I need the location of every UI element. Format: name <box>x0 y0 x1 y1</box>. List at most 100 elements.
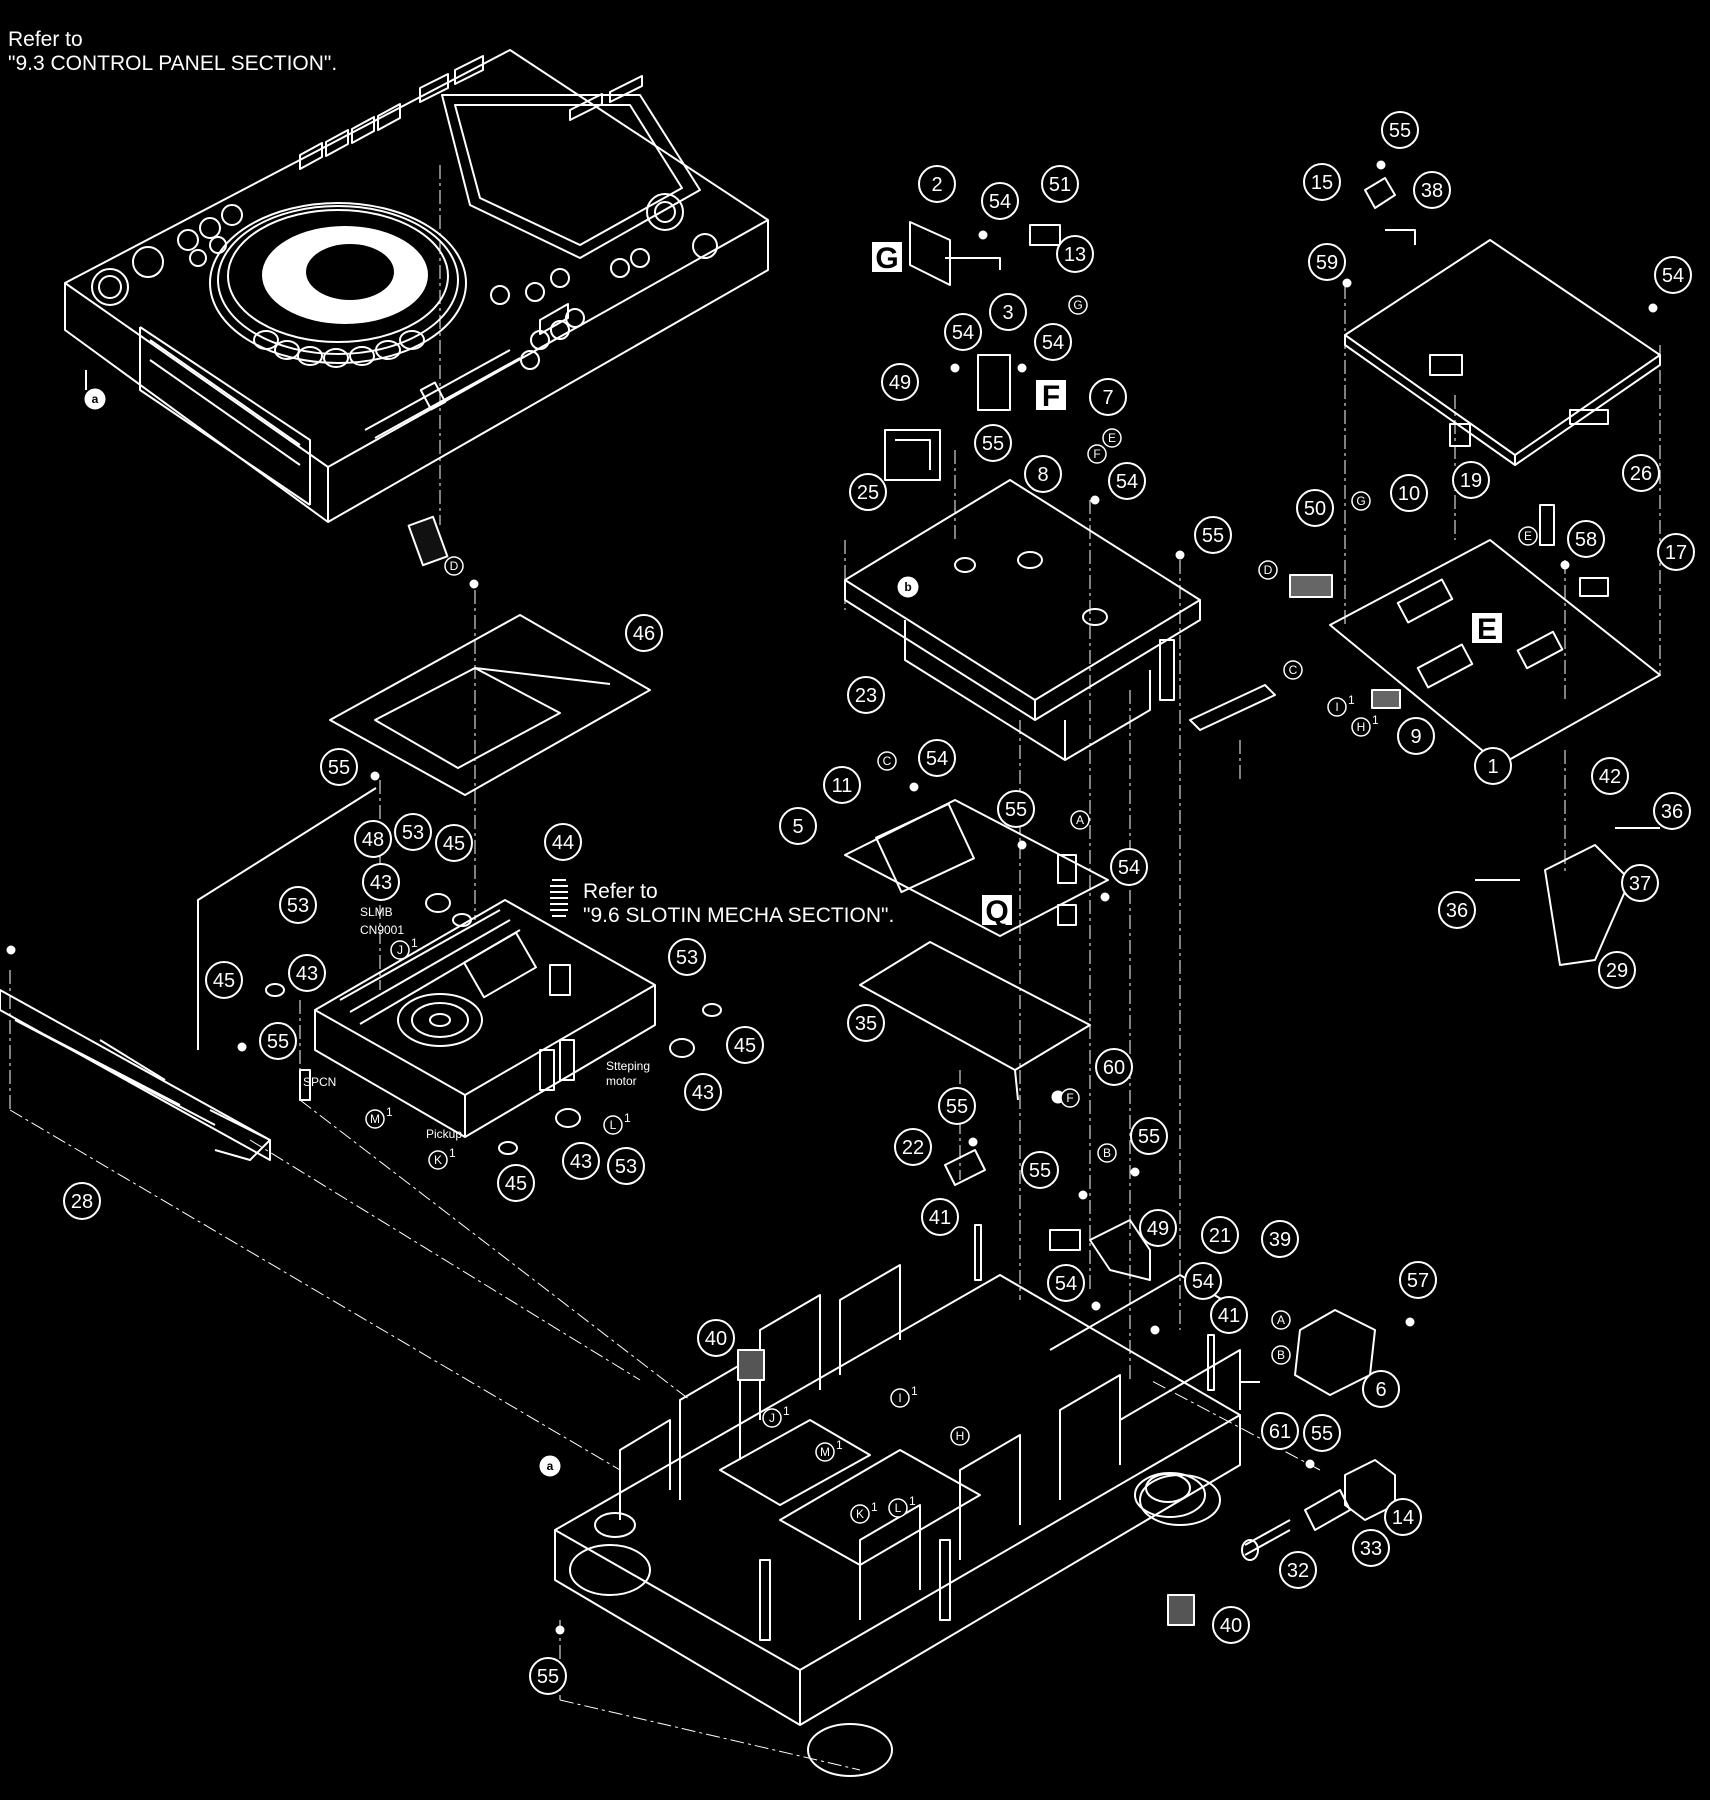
callout-8: 8 <box>1024 455 1062 493</box>
svg-text:G: G <box>875 242 898 275</box>
connector-B: B <box>1271 1345 1291 1365</box>
svg-text:42: 42 <box>1599 766 1621 788</box>
svg-text:E: E <box>1477 613 1497 646</box>
svg-text:11: 11 <box>832 775 853 797</box>
svg-text:G: G <box>1356 494 1365 508</box>
connector-D: D <box>1258 560 1278 580</box>
callout-43: 43 <box>288 954 326 992</box>
connector-B: B <box>1097 1143 1117 1163</box>
callout-55: 55 <box>1194 516 1232 554</box>
svg-text:41: 41 <box>929 1207 951 1229</box>
svg-text:B: B <box>1103 1146 1111 1160</box>
svg-text:1: 1 <box>411 936 418 950</box>
svg-text:45: 45 <box>505 1173 527 1195</box>
svg-text:55: 55 <box>1005 799 1027 821</box>
callout-42: 42 <box>1591 757 1629 795</box>
callout-15: 15 <box>1303 163 1341 201</box>
svg-text:54: 54 <box>952 322 974 344</box>
svg-text:45: 45 <box>734 1035 756 1057</box>
svg-text:B: B <box>1277 1348 1285 1362</box>
callout-43: 43 <box>562 1142 600 1180</box>
callout-51: 51 <box>1041 165 1079 203</box>
callout-54: 54 <box>1654 256 1692 294</box>
callout-55: 55 <box>997 790 1035 828</box>
svg-text:39: 39 <box>1269 1229 1291 1251</box>
callout-26: 26 <box>1622 454 1660 492</box>
callout-53: 53 <box>279 886 317 924</box>
callout-53: 53 <box>668 938 706 976</box>
svg-text:36: 36 <box>1446 900 1468 922</box>
bottom-chassis <box>554 1149 1396 1777</box>
connector-G: G <box>1351 491 1371 511</box>
connector-a: a <box>84 388 106 410</box>
svg-text:1: 1 <box>909 1494 916 1508</box>
svg-text:48: 48 <box>362 829 384 851</box>
svg-text:1: 1 <box>624 1111 631 1125</box>
svg-text:55: 55 <box>537 1666 559 1688</box>
callout-33: 33 <box>1352 1529 1390 1567</box>
svg-text:3: 3 <box>1002 302 1013 324</box>
svg-text:19: 19 <box>1460 470 1482 492</box>
svg-text:55: 55 <box>1029 1160 1051 1182</box>
power-supply <box>844 799 1109 1101</box>
svg-text:6: 6 <box>1375 1379 1386 1401</box>
svg-text:43: 43 <box>370 872 392 894</box>
svg-text:55: 55 <box>1138 1126 1160 1148</box>
top-cover <box>1344 177 1661 466</box>
control-panel-unit <box>64 49 769 523</box>
svg-text:37: 37 <box>1629 873 1651 895</box>
svg-text:E: E <box>1524 529 1532 543</box>
svg-text:b: b <box>904 580 911 594</box>
svg-text:C: C <box>883 754 892 768</box>
callout-41: 41 <box>1210 1296 1248 1334</box>
connector-E: E <box>1518 526 1538 546</box>
svg-text:13: 13 <box>1064 244 1086 266</box>
svg-text:7: 7 <box>1102 387 1113 409</box>
svg-text:G: G <box>1073 298 1082 312</box>
callout-55: 55 <box>1303 1414 1341 1452</box>
callout-21: 21 <box>1201 1216 1239 1254</box>
callout-53: 53 <box>607 1147 645 1185</box>
svg-text:21: 21 <box>1209 1225 1231 1247</box>
svg-text:J: J <box>397 943 403 957</box>
svg-text:29: 29 <box>1606 960 1628 982</box>
callout-5: 5 <box>779 807 817 845</box>
callout-45: 45 <box>205 961 243 999</box>
svg-text:E: E <box>1108 431 1116 445</box>
svg-text:50: 50 <box>1304 498 1326 520</box>
callout-40: 40 <box>697 1319 735 1357</box>
svg-text:a: a <box>92 392 99 406</box>
callout-36: 36 <box>1653 792 1691 830</box>
callout-54: 54 <box>1184 1262 1222 1300</box>
main-pcb <box>1289 504 1661 966</box>
svg-text:C: C <box>1289 663 1298 677</box>
svg-text:55: 55 <box>1311 1423 1333 1445</box>
svg-text:54: 54 <box>1116 471 1138 493</box>
svg-text:54: 54 <box>1042 332 1064 354</box>
svg-text:1: 1 <box>1372 713 1379 727</box>
svg-text:45: 45 <box>443 833 465 855</box>
svg-text:33: 33 <box>1360 1538 1382 1560</box>
callout-44: 44 <box>544 823 582 861</box>
svg-text:55: 55 <box>1202 525 1224 547</box>
svg-text:1: 1 <box>783 1404 790 1418</box>
svg-text:45: 45 <box>213 970 235 992</box>
callout-55: 55 <box>1021 1151 1059 1189</box>
callout-29: 29 <box>1598 951 1636 989</box>
callout-45: 45 <box>726 1026 764 1064</box>
svg-text:61: 61 <box>1269 1421 1291 1443</box>
svg-text:9: 9 <box>1410 726 1421 748</box>
svg-text:54: 54 <box>1662 265 1684 287</box>
section-F: F <box>1036 380 1066 413</box>
callout-55: 55 <box>259 1022 297 1060</box>
callout-43: 43 <box>362 863 400 901</box>
svg-text:55: 55 <box>1389 120 1411 142</box>
callout-28: 28 <box>63 1182 101 1220</box>
connector-C: C <box>1283 660 1303 680</box>
svg-text:1: 1 <box>386 1105 393 1119</box>
callout-3: 3 <box>989 293 1027 331</box>
part-label: CN9001 <box>360 923 404 937</box>
svg-text:D: D <box>450 559 459 573</box>
